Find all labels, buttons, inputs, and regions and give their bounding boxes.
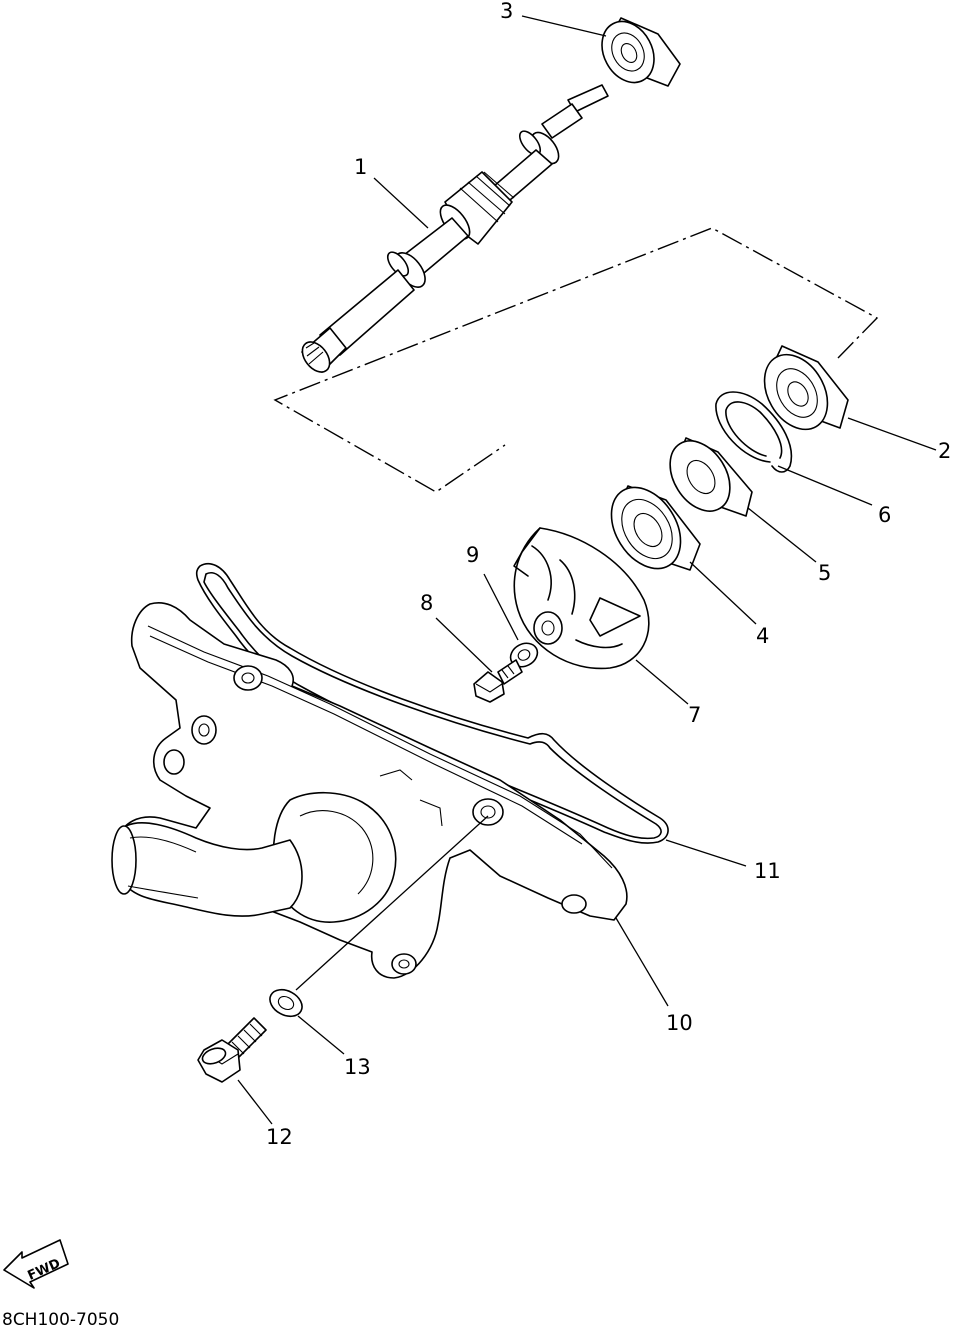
callout-11: 11 [754, 859, 781, 883]
bearing-lower [763, 345, 849, 431]
bolt-large [197, 1017, 267, 1083]
callout-9: 9 [466, 543, 479, 567]
callout-13: 13 [344, 1055, 371, 1079]
impeller-shaft [301, 84, 609, 373]
leader-lines [237, 15, 937, 1125]
callout-4: 4 [756, 624, 769, 648]
pump-housing [111, 602, 628, 979]
callout-12: 12 [266, 1125, 293, 1149]
mechanical-seal [610, 485, 701, 571]
diagram-code: 8CH100-7050 [2, 1310, 119, 1329]
callout-7: 7 [688, 703, 701, 727]
callout-2: 2 [938, 439, 951, 463]
bolt-small [473, 659, 523, 703]
callout-6: 6 [878, 503, 891, 527]
bearing-upper [601, 17, 681, 87]
callout-5: 5 [818, 561, 831, 585]
callout-labels: 1 2 3 4 5 6 7 8 9 10 11 12 13 [266, 0, 951, 1149]
assembly-bracket-line [273, 227, 879, 493]
callout-10: 10 [666, 1011, 693, 1035]
washer-large [269, 988, 303, 1018]
fwd-arrow-icon: FWD [3, 1239, 69, 1289]
callout-1: 1 [354, 155, 367, 179]
oil-seal [669, 437, 753, 517]
impeller [513, 527, 650, 670]
callout-3: 3 [500, 0, 513, 23]
callout-8: 8 [420, 591, 433, 615]
